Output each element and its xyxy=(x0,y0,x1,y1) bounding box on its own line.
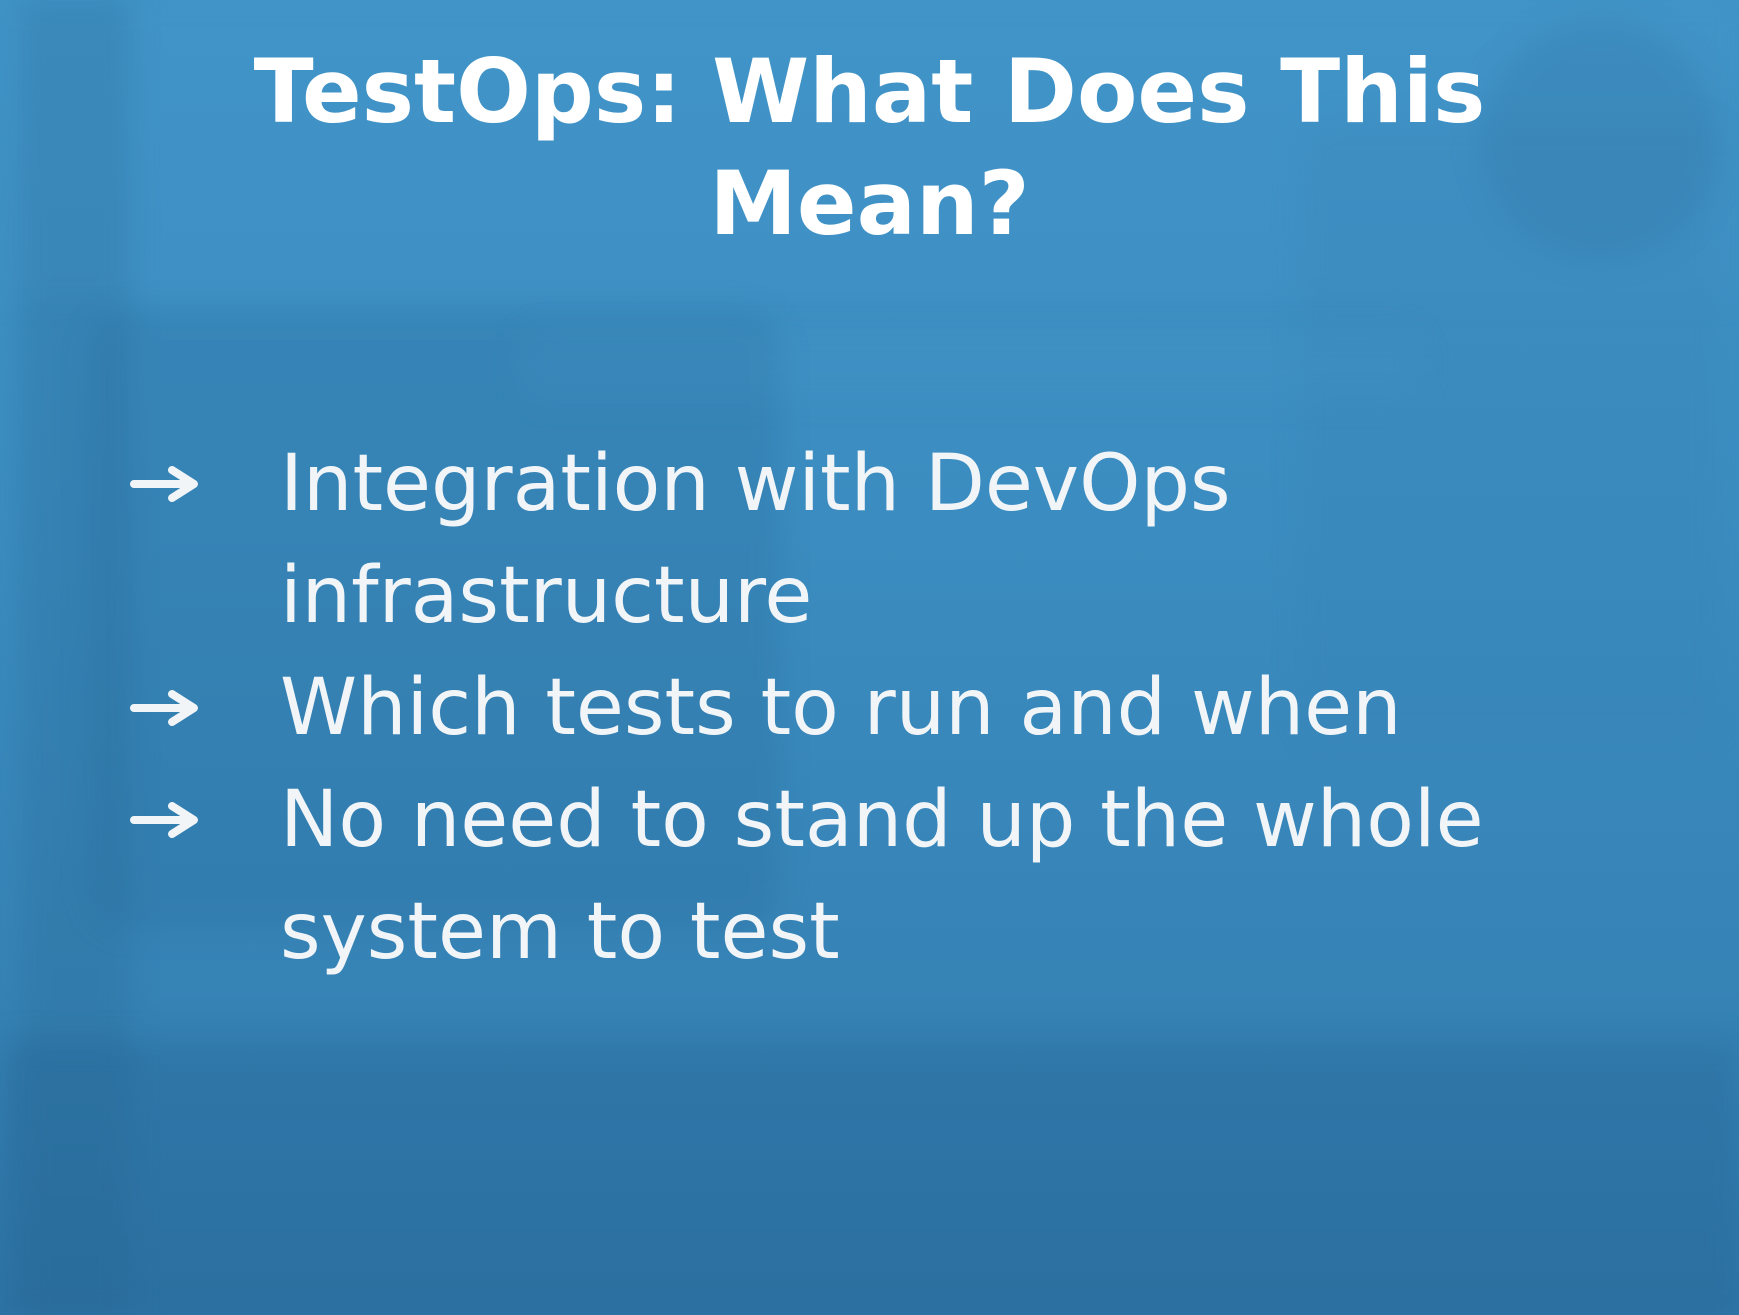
bullet-text-line: No need to stand up the whole xyxy=(280,775,1484,865)
slide-title-line: TestOps: What Does This xyxy=(253,40,1486,143)
background-blur-shape xyxy=(0,1040,1739,1315)
slide-title-line: Mean? xyxy=(709,152,1030,255)
background-blur-shape xyxy=(520,330,1420,400)
bullet-item: Integration with DevOps infrastructure xyxy=(128,428,1688,652)
bullet-text-line: Which tests to run and when xyxy=(280,663,1402,753)
bullet-text-line: Integration with DevOps xyxy=(280,439,1231,529)
arrow-right-icon xyxy=(128,652,280,764)
bullet-text: Integration with DevOps infrastructure xyxy=(280,428,1680,652)
bullet-text: No need to stand up the whole system to … xyxy=(280,764,1680,988)
bullet-text-line: infrastructure xyxy=(280,551,813,641)
bullet-text: Which tests to run and when xyxy=(280,652,1680,764)
bullet-item: Which tests to run and when xyxy=(128,652,1688,764)
bullet-item: No need to stand up the whole system to … xyxy=(128,764,1688,988)
arrow-right-icon xyxy=(128,764,280,876)
bullet-list: Integration with DevOps infrastructure W… xyxy=(128,428,1688,988)
slide-title: TestOps: What Does This Mean? xyxy=(0,36,1739,260)
bullet-text-line: system to test xyxy=(280,887,840,977)
arrow-right-icon xyxy=(128,428,280,540)
